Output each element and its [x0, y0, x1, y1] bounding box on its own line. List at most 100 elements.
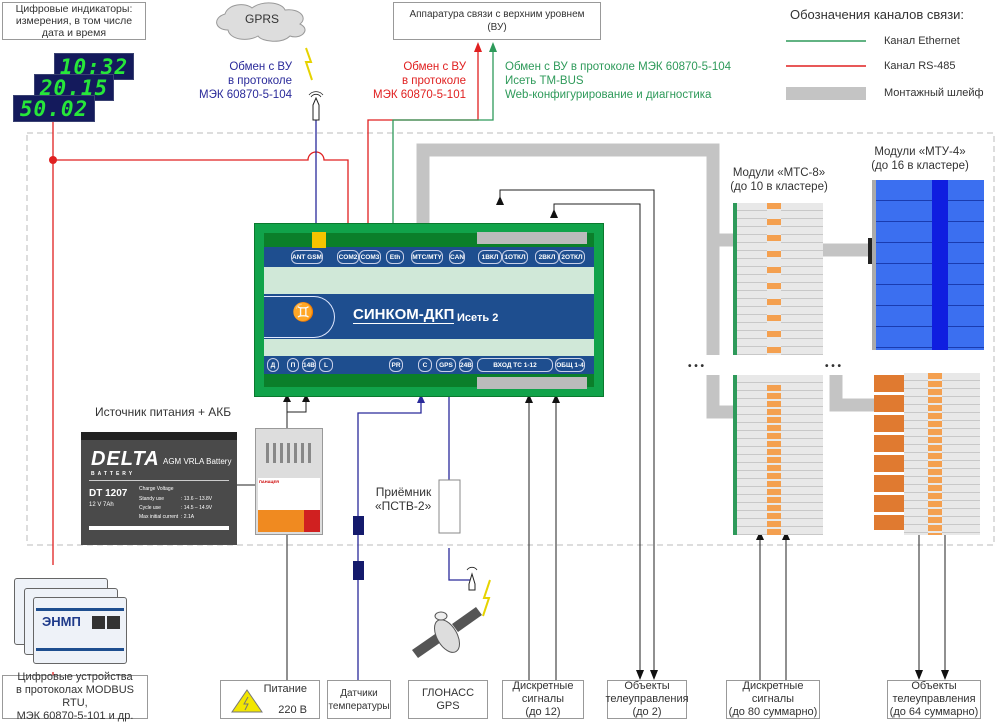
mts-title: Модули «МТС-8» (до 10 в кластере) — [724, 166, 834, 194]
mts-module-2 — [733, 375, 823, 535]
text-line: Модули «МТС-8» — [732, 167, 826, 179]
controller-name: СИНКОМ-ДКП — [353, 306, 455, 324]
ellipsis: • • • — [825, 361, 842, 372]
exchange-rs485-label: Обмен с ВУ в протоколе МЭК 60870-5-101 — [360, 60, 466, 102]
text-line: телеуправления — [605, 693, 689, 705]
satellite-icon — [412, 607, 482, 658]
exchange-gprs-label: Обмен с ВУ в протоколе МЭК 60870-5-104 — [190, 60, 292, 102]
text-line: ГЛОНАСС — [421, 686, 475, 699]
telecontrol-2-box: Объекты телеуправления (до 2) — [605, 680, 689, 719]
text-line: Дискретные — [512, 680, 574, 692]
text-line: 220 В — [278, 703, 307, 716]
digital-display: 50.02 — [13, 95, 95, 122]
indicators-caption: Цифровые индикаторы: измерения, в том чи… — [2, 2, 146, 40]
text-line: «ПСТВ-2» — [375, 499, 432, 513]
charge-title: Charge Voltage — [139, 486, 174, 492]
text-line: (до 16 в кластере) — [871, 160, 969, 172]
text-line: МЭК 60870-5-101 и др. — [16, 710, 134, 722]
text-line: Исеть TM-BUS — [505, 75, 584, 87]
text-line: Обмен с ВУ — [229, 61, 292, 73]
cabinet-outline — [26, 132, 995, 546]
telecontrol-64-box: Объекты телеуправления (до 64 суммарно) — [887, 680, 981, 719]
mtu-title: Модули «МТУ-4» (до 16 в кластере) — [865, 145, 975, 173]
text-line: Цифровые устройства — [17, 671, 133, 683]
text-line: Обмен с ВУ в протоколе МЭК 60870-5-104 — [505, 61, 732, 73]
port-pr: PR — [389, 358, 403, 372]
gsm-antenna-connector — [312, 232, 326, 248]
text-line: МЭК 60870-5-101 — [373, 89, 466, 101]
ethernet-line — [392, 52, 494, 228]
port-d: Д — [267, 358, 279, 372]
text-line: Датчики — [340, 687, 378, 699]
battery-brand-sub: BATTERY — [91, 471, 136, 477]
legend-item-rs485: Канал RS-485 — [884, 60, 956, 72]
text-line: (до 64 суммарно) — [889, 706, 979, 718]
glonass-box: ГЛОНАСС GPS — [408, 680, 488, 719]
battery-type: AGM VRLA Battery — [163, 457, 232, 466]
psu-terminals — [258, 510, 304, 532]
port-com3: COM3 — [359, 250, 381, 264]
legend-item-ribbon: Монтажный шлейф — [884, 87, 984, 99]
text-line: температуры — [328, 700, 390, 712]
power-caption: Источник питания + АКБ — [95, 405, 232, 419]
receiver-label: Приёмник «ПСТВ-2» — [375, 485, 431, 513]
discrete-12-box: Дискретные сигналы (до 12) — [502, 680, 584, 719]
battery-brand: DELTA — [91, 448, 160, 470]
port-l: L — [319, 358, 333, 372]
temp-sensor — [353, 516, 364, 535]
port-ant-gsm: ANT GSM — [291, 250, 323, 264]
caption-line: измерения, в том числе — [15, 15, 133, 27]
port-p: П — [287, 358, 299, 372]
gprs-label: GPRS — [245, 12, 280, 26]
spec-key: Max initial current — [139, 514, 179, 520]
psu-brand: ПАНАЦЕЯ — [259, 479, 280, 484]
legend-item-ethernet: Канал Ethernet — [884, 35, 960, 47]
mts-module-1 — [733, 203, 823, 355]
top-port-bar — [264, 247, 594, 267]
logo-frame — [264, 296, 335, 338]
caption-line: Цифровые индикаторы: — [15, 3, 133, 15]
text-line: сигналы — [751, 693, 795, 705]
controller: ♊ СИНКОМ-ДКП Исеть 2 ANT GSM COM2 COM3 E… — [254, 223, 604, 397]
port-can: CAN — [449, 250, 465, 264]
text-line: телеуправления — [892, 693, 976, 705]
text-line: сигналы — [521, 693, 565, 705]
text-line: Приёмник — [375, 485, 432, 499]
port-temp: C — [418, 358, 432, 372]
port-inputs: ВХОД ТС 1-12 — [477, 358, 553, 372]
text-line: (до 80 суммарно) — [728, 706, 818, 718]
exchange-eth-label: Обмен с ВУ в протоколе МЭК 60870-5-104 И… — [505, 60, 731, 102]
upper-level-subtitle: (ВУ) — [487, 22, 507, 33]
spec-key: Cycle use — [139, 505, 161, 511]
port-1on: 1ВКЛ — [478, 250, 502, 264]
text-line: Питание — [263, 682, 307, 695]
port-2off: 2ОТКЛ — [559, 250, 585, 264]
meter-brand: ЭНМП — [42, 614, 81, 629]
port-common: ОБЩ 1-4 — [555, 358, 585, 372]
port-24v: 24В — [459, 358, 473, 372]
ribbon-cable — [416, 143, 720, 355]
gprs-cloud — [216, 2, 306, 42]
text-line: Обмен с ВУ — [403, 61, 466, 73]
spec-value: : 2.1A — [181, 514, 195, 520]
port-com2: COM2 — [337, 250, 359, 264]
text-line: МЭК 60870-5-104 — [199, 89, 292, 101]
receiver-box — [438, 479, 461, 534]
discrete-80-box: Дискретные сигналы (до 80 суммарно) — [726, 680, 820, 719]
port-1off: 1ОТКЛ — [502, 250, 528, 264]
mtu-module-2 — [904, 373, 980, 535]
upper-level-title: Аппаратура связи с верхним уровнем — [409, 9, 585, 20]
temp-sensor — [353, 561, 364, 580]
text-line: (до 12) — [525, 706, 561, 718]
text-line: Web-конфигурирование и диагностика — [505, 89, 712, 101]
battery-model: DT 1207 — [89, 488, 128, 499]
lightning-icon-2 — [482, 579, 491, 617]
ribbon-cable-2 — [706, 375, 740, 419]
ellipsis: • • • — [688, 361, 705, 372]
text-line: в протоколе — [227, 75, 292, 87]
battery-rating: 12 V 7Ah — [89, 502, 114, 508]
port-gps: GPS — [436, 358, 456, 372]
text-line: Модули «МТУ-4» — [874, 146, 966, 158]
text-line: (до 10 в кластере) — [730, 181, 828, 193]
port-eth: Eth — [386, 250, 404, 264]
